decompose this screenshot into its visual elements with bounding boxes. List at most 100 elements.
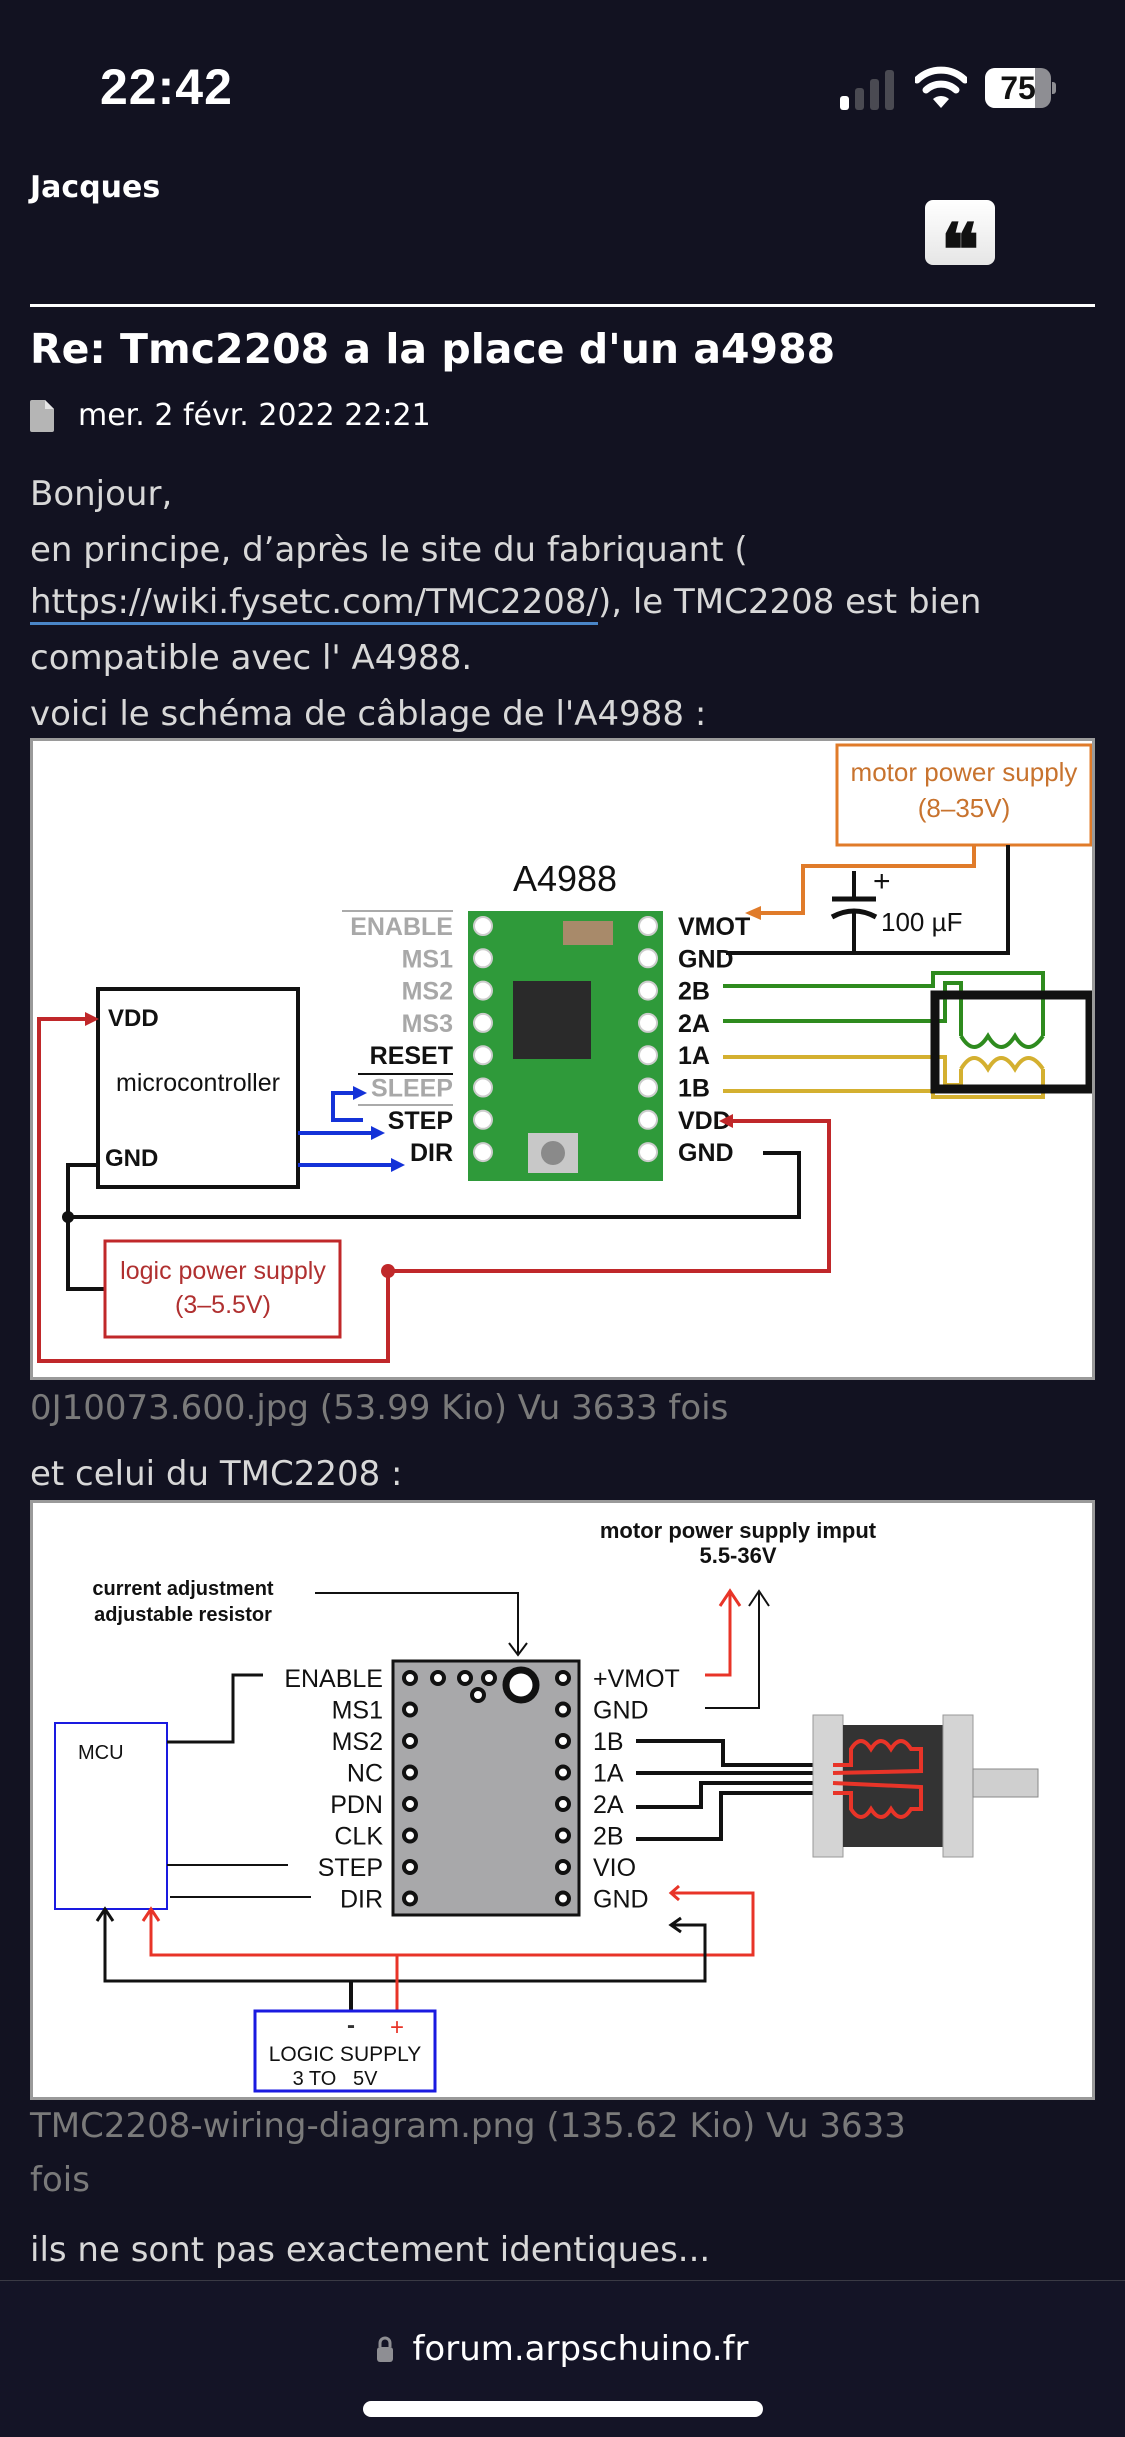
pin-hole	[638, 1142, 658, 1163]
quote-button[interactable]: ❝	[925, 200, 995, 265]
pin-hole	[473, 1077, 493, 1098]
attachment-caption-wrap[interactable]: fois	[30, 2160, 90, 2200]
logic-supply-label-1: logic power supply	[120, 1257, 326, 1285]
status-bar: 22:42 75	[0, 0, 1125, 150]
motor-power-supply-box	[835, 743, 1092, 847]
right-pin-label: 2B	[593, 1823, 624, 1851]
logic-supply-label-2: (3–5.5V)	[175, 1291, 271, 1319]
pin-hole	[402, 1890, 418, 1907]
home-indicator[interactable]	[363, 2401, 763, 2417]
left-pin-label: SLEEP	[371, 1075, 453, 1103]
cellular-signal-icon	[840, 70, 894, 110]
right-pin-label: 1A	[678, 1042, 710, 1070]
body-line: Bonjour,	[30, 474, 173, 514]
left-pin-label: ENABLE	[350, 913, 453, 941]
post-title[interactable]: Re: Tmc2208 a la place d'un a4988	[30, 325, 836, 373]
current-adj-label-2: adjustable resistor	[94, 1604, 272, 1626]
logic-supply-box	[253, 2009, 437, 2093]
pin-hole	[555, 1796, 571, 1812]
right-pin-label: +VMOT	[593, 1665, 680, 1693]
post-date: mer. 2 févr. 2022 22:21	[78, 398, 431, 433]
left-pin-label: NC	[347, 1760, 383, 1788]
pin-hole	[402, 1859, 418, 1875]
mcu-box	[54, 1722, 168, 1910]
pin-hole	[638, 1012, 658, 1033]
left-pin-label: MS1	[332, 1697, 383, 1725]
attachment-caption[interactable]: TMC2208-wiring-diagram.png (135.62 Kio) …	[30, 2106, 906, 2146]
right-pin-label: 2B	[678, 978, 710, 1006]
pin-hole	[638, 1109, 658, 1130]
pin-hole	[473, 916, 493, 936]
right-pin-label: 1A	[593, 1760, 624, 1788]
right-pin-label: 2A	[678, 1010, 710, 1038]
pin-hole	[555, 1670, 571, 1686]
mcu-gnd-label: GND	[105, 1145, 158, 1172]
battery-icon: 75	[985, 68, 1056, 108]
motor-supply-label-2: (8–35V)	[918, 793, 1011, 823]
body-text-after-link: ), le TMC2208 est bien	[597, 582, 982, 622]
motor-supply-label-1: motor power supply imput	[600, 1518, 877, 1543]
body-line: compatible avec l' A4988.	[30, 638, 473, 678]
body-line: et celui du TMC2208 :	[30, 1454, 403, 1494]
url-display[interactable]: forum.arpschuino.fr	[0, 2329, 1125, 2369]
motor-supply-label-1: motor power supply	[851, 757, 1078, 787]
motor-gnd-wire	[726, 845, 1010, 955]
left-pin-label: DIR	[340, 1886, 383, 1914]
pin-hole	[473, 1142, 493, 1163]
pin-hole	[638, 1045, 658, 1066]
right-pin-label: 1B	[593, 1728, 624, 1756]
attachment-caption[interactable]: 0J10073.600.jpg (53.99 Kio) Vu 3633 fois	[30, 1388, 729, 1428]
pin-hole	[402, 1764, 418, 1781]
mcu-vdd-label: VDD	[108, 1005, 159, 1032]
logic-minus: -	[347, 2012, 355, 2039]
manufacturer-link[interactable]: https://wiki.fysetc.com/TMC2208/	[30, 582, 598, 625]
body-line: ils ne sont pas exactement identiques...	[30, 2230, 711, 2270]
pin-hole	[555, 1827, 571, 1844]
left-pin-label: STEP	[388, 1107, 453, 1135]
pin-hole	[638, 1077, 658, 1098]
pin-hole	[402, 1670, 418, 1686]
lock-icon	[377, 2336, 394, 2362]
pin-hole	[430, 1670, 446, 1686]
tmc2208-board	[391, 1659, 581, 1917]
pin-hole	[473, 1012, 493, 1033]
left-pin-label: CLK	[334, 1823, 383, 1851]
status-time: 22:42	[100, 59, 233, 115]
left-pin-label: ENABLE	[284, 1665, 383, 1693]
mcu-label: microcontroller	[116, 1069, 280, 1097]
a4988-wiring-diagram[interactable]: motor power supply (8–35V) + 100 µF A498…	[30, 738, 1095, 1380]
browser-address-bar[interactable]: forum.arpschuino.fr	[0, 2280, 1125, 2437]
pin-hole	[555, 1859, 571, 1875]
chip-title: A4988	[513, 858, 617, 899]
post-author[interactable]: Jacques	[30, 170, 161, 205]
pin-hole	[473, 1045, 493, 1066]
right-pin-label: VIO	[593, 1854, 636, 1882]
pin-hole	[402, 1733, 418, 1749]
logic-supply-label-1: LOGIC SUPPLY	[269, 2043, 422, 2066]
pin-hole	[402, 1701, 418, 1718]
capacitor-label: 100 µF	[881, 907, 962, 937]
vmot-wire	[758, 845, 976, 915]
post-meta: mer. 2 févr. 2022 22:21	[30, 398, 431, 433]
pin-hole	[638, 916, 658, 936]
right-pin-label: GND	[678, 945, 734, 973]
left-pin-label: PDN	[330, 1791, 383, 1819]
right-pin-label: GND	[593, 1886, 649, 1914]
url-text: forum.arpschuino.fr	[412, 2329, 749, 2369]
right-pin-label: 1B	[678, 1075, 710, 1103]
left-pin-label: RESET	[370, 1042, 453, 1070]
file-icon	[30, 399, 54, 432]
mcu-label: MCU	[78, 1742, 124, 1764]
tmc2208-wiring-diagram[interactable]: motor power supply imput 5.5-36V current…	[30, 1500, 1095, 2100]
pin-hole	[457, 1670, 473, 1686]
pin-hole	[470, 1687, 486, 1703]
pin-hole	[402, 1796, 418, 1812]
body-line: https://wiki.fysetc.com/TMC2208/), le TM…	[30, 574, 981, 630]
motor-supply-label-2: 5.5-36V	[699, 1543, 776, 1568]
logic-power-supply-box	[103, 1239, 342, 1339]
pin-hole	[473, 1109, 493, 1130]
right-pin-label: GND	[593, 1697, 649, 1725]
stepper-motor	[812, 1714, 1039, 1858]
pin-hole	[555, 1701, 571, 1718]
pin-hole	[555, 1733, 571, 1749]
